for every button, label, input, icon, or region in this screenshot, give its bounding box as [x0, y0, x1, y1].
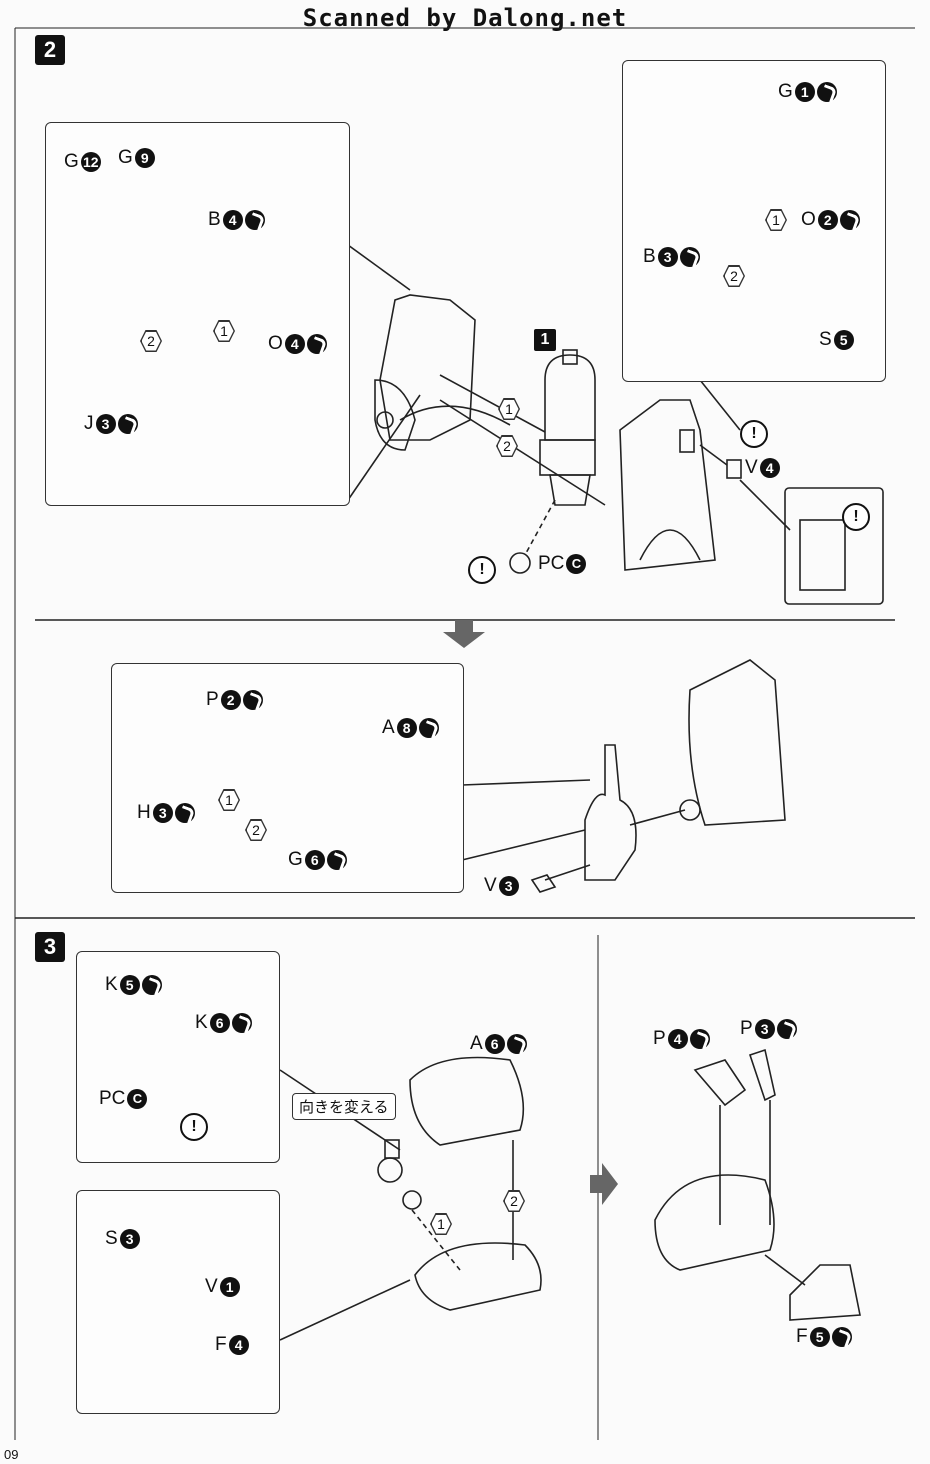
order-hex-2: 2	[496, 435, 518, 457]
order-hex-1: 1	[218, 789, 240, 811]
shell-drawing	[619, 399, 716, 571]
frame-assembly-drawing	[379, 294, 476, 441]
order-hex-2: 2	[245, 819, 267, 841]
order-hex-1: 1	[213, 320, 235, 342]
order-hex-1: 1	[498, 398, 520, 420]
cut-icon	[306, 334, 327, 354]
note-rotate: 向きを変える	[292, 1093, 396, 1120]
warning-icon: !	[468, 556, 496, 584]
order-hex-2: 2	[723, 265, 745, 287]
cut-icon	[231, 1013, 252, 1033]
cut-icon	[326, 850, 347, 870]
warning-icon: !	[740, 420, 768, 448]
cut-icon	[679, 247, 700, 267]
cut-icon	[816, 82, 837, 102]
cut-icon	[141, 975, 162, 995]
cut-icon	[689, 1029, 710, 1049]
warning-icon: !	[842, 503, 870, 531]
page-number: 09	[4, 1447, 19, 1462]
step-number-3: 3	[35, 932, 65, 962]
cut-icon	[174, 803, 195, 823]
assembled-body-drawing	[688, 659, 786, 826]
warning-icon: !	[180, 1113, 208, 1141]
part-f5-drawing	[789, 1264, 861, 1321]
order-hex-2: 2	[140, 330, 162, 352]
cut-icon	[839, 210, 860, 230]
base-drawing	[414, 1242, 542, 1311]
step-number-2: 2	[35, 35, 65, 65]
cut-icon	[506, 1034, 527, 1054]
cut-icon	[117, 414, 138, 434]
cut-icon	[776, 1019, 797, 1039]
part-a6-drawing	[409, 1056, 525, 1146]
sub-step-number-1: 1	[534, 329, 556, 351]
order-hex-1: 1	[765, 209, 787, 231]
cut-icon	[831, 1327, 852, 1347]
result-base-drawing	[654, 1174, 775, 1271]
cut-icon	[244, 210, 265, 230]
core-part-drawing	[544, 354, 596, 441]
order-hex-2: 2	[503, 1190, 525, 1212]
cut-icon	[242, 690, 263, 710]
order-hex-1: 1	[430, 1213, 452, 1235]
cut-icon	[418, 718, 439, 738]
watermark: Scanned by Dalong.net	[302, 4, 628, 32]
